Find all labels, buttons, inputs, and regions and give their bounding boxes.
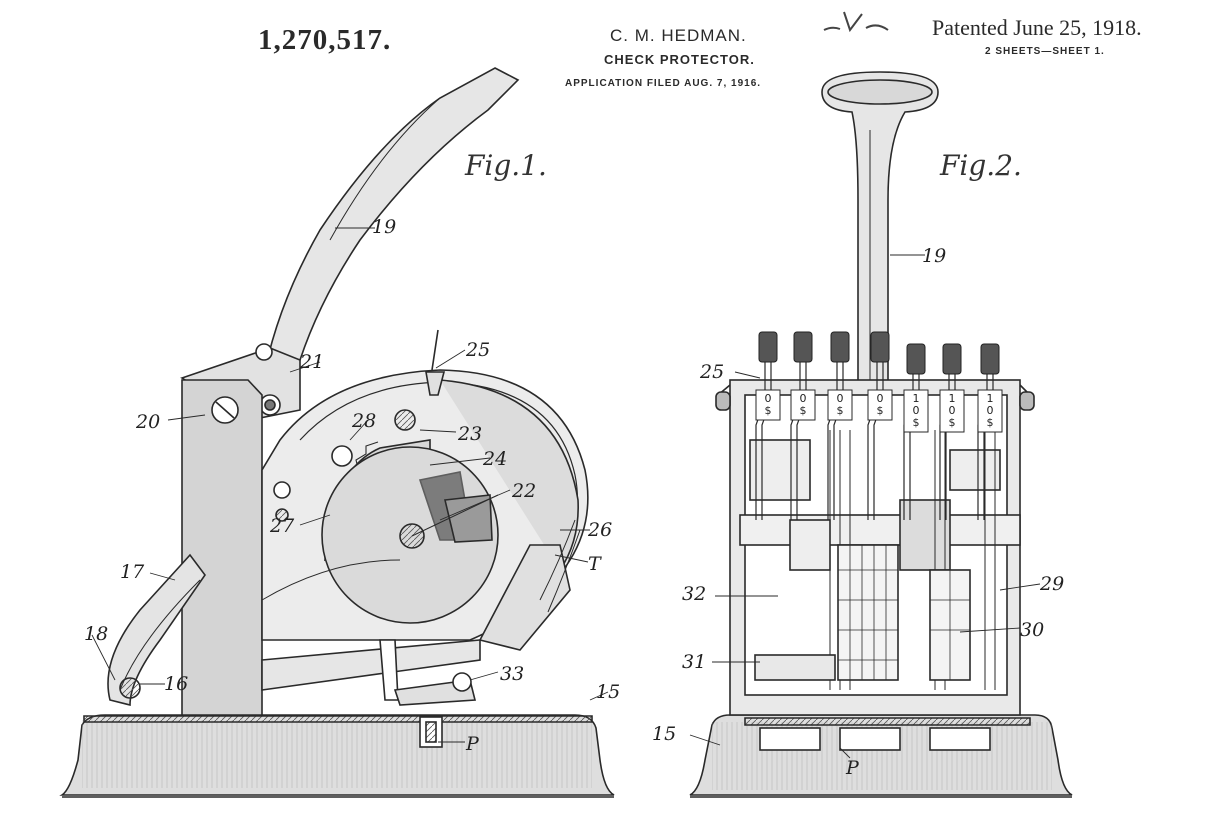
fig1-ref-27: 27 bbox=[269, 515, 295, 537]
fig2-key-2: 0$ bbox=[790, 331, 816, 520]
patented-date: Patented June 25, 1918. bbox=[932, 15, 1142, 40]
application-filed: APPLICATION FILED AUG. 7, 1916. bbox=[565, 78, 762, 89]
fig2-key-6: 10$ bbox=[939, 343, 965, 520]
fig2-keys: 0$0$0$0$10$10$10$ bbox=[755, 331, 1003, 520]
fig2-key-plate bbox=[977, 389, 1003, 433]
fig2-ref-P: P bbox=[845, 757, 860, 779]
fig2-key-glyph: $ bbox=[877, 404, 884, 417]
fig1-column-20 bbox=[181, 379, 263, 716]
fig2-key-glyph: 0 bbox=[949, 404, 956, 417]
fig1-ref-28: 28 bbox=[351, 410, 376, 432]
fig2-key-plate bbox=[903, 389, 929, 433]
sheet-count: 2 SHEETS—SHEET 1. bbox=[985, 46, 1105, 57]
patent-number: 1,270,517. bbox=[258, 24, 392, 56]
figure-2 bbox=[689, 71, 1073, 798]
fig2-ref-32: 32 bbox=[682, 583, 706, 605]
fig2-ref-19: 19 bbox=[922, 245, 946, 267]
fig1-ref-33: 33 bbox=[500, 663, 524, 685]
fig2-handle-19 bbox=[821, 71, 939, 391]
fig1-ref-26: 26 bbox=[587, 519, 612, 541]
inventor-mark bbox=[823, 11, 889, 33]
fig1-ref-T: T bbox=[588, 553, 602, 575]
fig2-key-glyph: $ bbox=[765, 404, 772, 417]
fig2-key-plate bbox=[827, 389, 853, 421]
fig1-ref-16: 16 bbox=[164, 673, 188, 695]
fig2-key-5: 10$ bbox=[903, 343, 929, 520]
fig1-ref-25: 25 bbox=[465, 339, 490, 361]
fig2-key-glyph: 0 bbox=[913, 404, 920, 417]
fig1-ref-24: 24 bbox=[482, 448, 507, 470]
fig1-ref-17: 17 bbox=[120, 561, 145, 583]
fig2-key-plate bbox=[755, 389, 781, 421]
fig1-ref-19: 19 bbox=[372, 216, 396, 238]
fig2-key-glyph: $ bbox=[987, 416, 994, 429]
fig2-label: Fig.2. bbox=[939, 149, 1022, 182]
fig2-key-glyph: 0 bbox=[877, 392, 884, 405]
fig2-key-glyph: $ bbox=[913, 416, 920, 429]
fig2-ref-25: 25 bbox=[699, 361, 724, 383]
fig2-key-glyph: 0 bbox=[837, 392, 844, 405]
figure-1-labels: Fig.1. 19 21 20 25 28 23 24 22 27 26 T 1… bbox=[84, 149, 620, 755]
figure-2-labels: Fig.2. 19 25 32 29 30 31 15 P bbox=[652, 149, 1064, 779]
fig2-ref-30: 30 bbox=[1020, 619, 1044, 641]
fig2-key-glyph: 0 bbox=[800, 392, 807, 405]
fig2-key-glyph: $ bbox=[837, 404, 844, 417]
fig2-key-plate bbox=[939, 389, 965, 433]
fig2-key-glyph: 1 bbox=[987, 392, 994, 405]
fig2-ref-31: 31 bbox=[682, 651, 706, 673]
fig2-key-glyph: $ bbox=[800, 404, 807, 417]
fig2-key-glyph: 0 bbox=[765, 392, 772, 405]
fig2-key-cap bbox=[830, 331, 850, 363]
inventor-name: C. M. HEDMAN. bbox=[610, 26, 747, 45]
figure-1 bbox=[59, 67, 615, 798]
fig2-key-1: 0$ bbox=[755, 331, 781, 520]
fig1-ref-21: 21 bbox=[299, 351, 324, 373]
fig1-ref-P: P bbox=[465, 733, 480, 755]
fig2-ref-15: 15 bbox=[652, 723, 676, 745]
fig2-key-cap bbox=[942, 343, 962, 375]
fig2-key-3: 0$ bbox=[827, 331, 853, 520]
fig1-ref-20: 20 bbox=[135, 411, 160, 433]
fig1-ref-22: 22 bbox=[511, 480, 536, 502]
fig1-ref-23: 23 bbox=[457, 423, 482, 445]
fig1-label: Fig.1. bbox=[464, 149, 547, 182]
fig2-key-glyph: 1 bbox=[949, 392, 956, 405]
fig2-key-glyph: $ bbox=[949, 416, 956, 429]
fig2-key-cap bbox=[793, 331, 813, 363]
fig2-key-glyph: 1 bbox=[913, 392, 920, 405]
fig2-key-cap bbox=[870, 331, 890, 363]
invention-title: CHECK PROTECTOR. bbox=[604, 52, 755, 67]
fig2-key-glyph: 0 bbox=[987, 404, 994, 417]
fig2-key-7: 10$ bbox=[977, 343, 1003, 520]
fig2-key-plate bbox=[790, 389, 816, 421]
fig2-ref-29: 29 bbox=[1039, 573, 1064, 595]
fig1-ref-15: 15 bbox=[596, 681, 620, 703]
fig2-key-cap bbox=[980, 343, 1000, 375]
fig1-ref-18: 18 bbox=[84, 623, 108, 645]
fig2-key-plate bbox=[867, 389, 893, 421]
fig2-key-cap bbox=[758, 331, 778, 363]
fig2-key-cap bbox=[906, 343, 926, 375]
fig2-key-4: 0$ bbox=[867, 331, 893, 520]
